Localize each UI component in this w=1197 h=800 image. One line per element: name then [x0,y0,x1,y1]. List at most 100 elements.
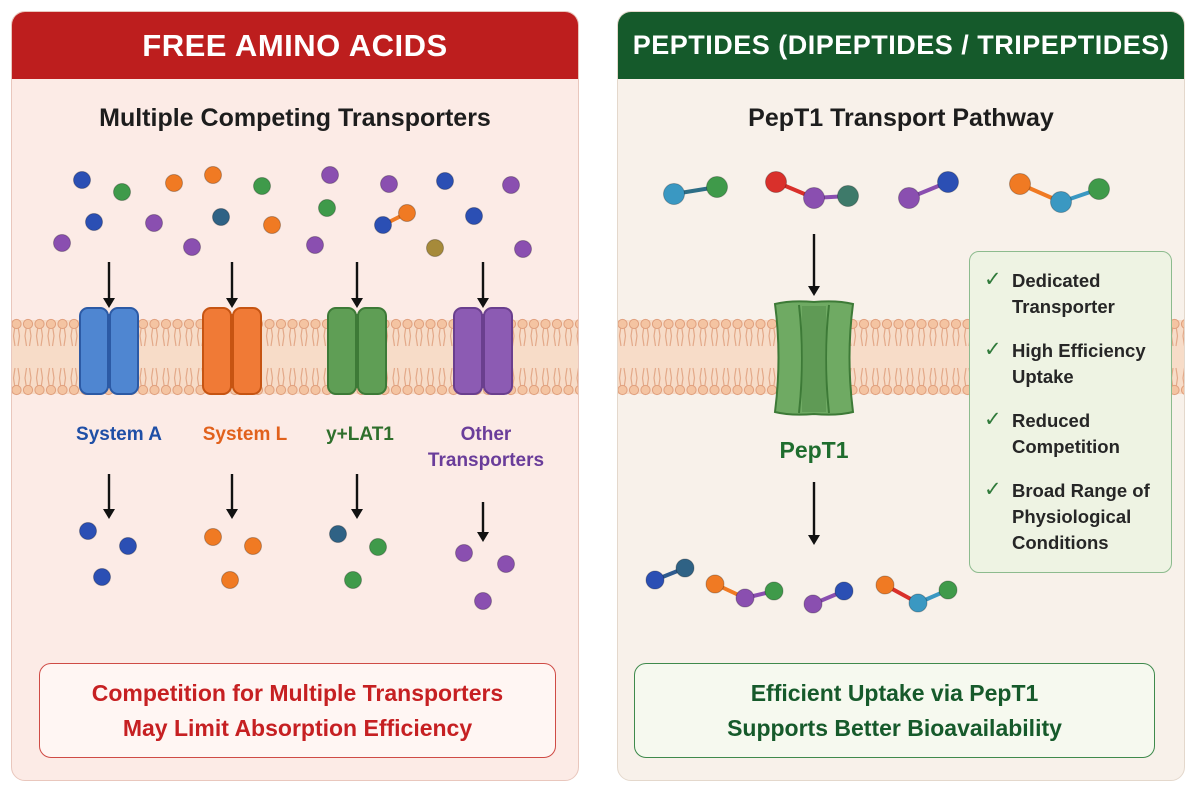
lipid-head [528,318,540,330]
lipid-head [68,384,80,396]
lipid-tail [906,367,914,389]
lipid-tail [745,325,753,347]
lipid-head [766,384,778,396]
lipid-tail [756,367,765,389]
lipid-head [183,384,195,396]
lipid-head [720,318,732,330]
lipid-tail [917,325,926,347]
lipid-tail [687,325,696,347]
amino-acid-dot [1009,173,1031,195]
lipid-head [674,384,686,396]
benefits-box: ✓ Dedicated Transporter ✓ High Efficienc… [969,251,1172,573]
lipid-head [686,318,697,330]
lipid-tail [518,367,527,389]
lipid-head [275,318,287,330]
lipid-head [34,384,45,396]
lipid-tail [676,367,684,389]
lipid-tail [150,325,159,347]
lipid-tail [70,367,78,389]
lipid-tail [871,367,880,389]
lipid-tail [185,325,193,347]
lipid-tail [24,325,32,347]
lipid-head [686,384,697,396]
check-icon: ✓ [984,478,1002,501]
lipid-tail [12,367,21,389]
lipid-head [628,384,640,396]
lipid-tail [530,367,538,389]
lipid-head [1180,385,1184,395]
lipid-head [640,318,651,330]
lipid-head [160,384,172,396]
amino-acid-dot [837,185,859,207]
amino-acid-dot [663,183,685,205]
amino-acid-dot [380,175,398,193]
lipid-head [436,318,448,330]
lipid-head [563,384,574,396]
lipid-head [413,318,425,330]
lipid-tail [894,325,903,347]
lipid-tail [35,325,44,347]
check-icon: ✓ [984,268,1002,291]
lipid-tail [860,367,868,389]
lipid-tail [403,367,412,389]
lipid-head [517,384,528,396]
lipid-head [743,318,755,330]
lipid-head [1180,319,1184,329]
lipid-head [893,318,904,330]
lipid-tail [722,367,730,389]
lipid-tail [139,367,147,389]
amino-acid-dot [321,166,339,184]
other-transporter-channel [483,307,513,395]
right-footer-line-1: Efficient Uptake via PepT1 [750,679,1039,706]
lipid-tail [564,367,573,389]
arrow-head [477,298,489,308]
lipid-head [950,384,962,396]
lipid-tail [185,367,193,389]
amino-acid-dot [165,174,183,192]
lipid-head [551,384,563,396]
lipid-tail [576,367,578,389]
benefit-text: Reduced Competition [1012,410,1120,457]
lipid-tail [277,367,285,389]
lipid-tail [58,325,67,347]
lipid-head [563,318,574,330]
lipid-head [149,384,160,396]
lipid-tail [1182,325,1184,347]
lipid-head [709,384,720,396]
system-a-channel [79,307,109,395]
other-transporter-channel [453,307,483,395]
lipid-tail [541,367,550,389]
free-amino-acids-banner: FREE AMINO ACIDS [12,12,578,79]
lipid-tail [664,325,673,347]
benefit-item: ✓ High Efficiency Uptake [984,338,1163,390]
lipid-tail [24,367,32,389]
check-icon: ✓ [984,338,1002,361]
lipid-head [137,318,149,330]
y-lat1-label: y+LAT1 [326,424,394,445]
system-a-channel [109,307,139,395]
lipid-tail [265,367,274,389]
lipid-tail [576,325,578,347]
lipid-tail [883,367,891,389]
lipid-head [137,384,149,396]
lipid-tail [58,367,67,389]
lipid-tail [768,367,776,389]
amino-acid-dot [1088,178,1110,200]
lipid-tail [518,325,527,347]
lipid-tail [288,367,297,389]
amino-acid-dot [735,588,755,608]
lipid-tail [300,367,308,389]
arrow-head [808,286,820,296]
lipid-head [950,318,962,330]
amino-acid-dot [329,525,347,543]
left-footer-line-1: Competition for Multiple Transporters [91,679,504,706]
free-amino-acids-panel: FREE AMINO ACIDS Multiple Competing Tran… [11,11,579,781]
lipid-tail [12,325,21,347]
lipid-head [870,384,881,396]
lipid-head [425,318,436,330]
lipid-head [540,384,551,396]
amino-acid-dot [253,177,271,195]
right-footer-box: Efficient Uptake via PepT1 Supports Bett… [634,663,1155,758]
arrow-head [103,509,115,519]
lipid-tail [906,325,914,347]
